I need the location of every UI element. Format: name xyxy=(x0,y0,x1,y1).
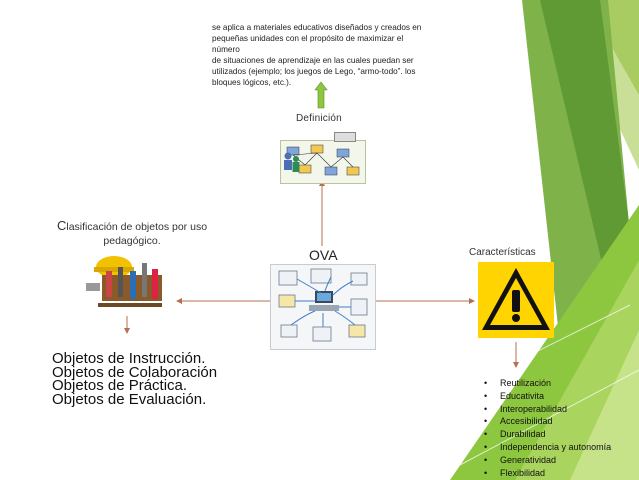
characteristic-item: Educativita xyxy=(484,390,611,403)
characteristics-label: Características xyxy=(469,247,536,258)
arrow-head-down-left xyxy=(124,328,130,334)
bg-line-1 xyxy=(469,304,631,386)
object-type-item: Objetos de Colaboración xyxy=(52,363,218,381)
characteristics-list: Reutilización Educativita Interoperabili… xyxy=(484,377,611,479)
characteristic-item: Generatividad xyxy=(484,454,611,467)
characteristic-item: Flexibilidad xyxy=(484,467,611,480)
arrow-head-down-right xyxy=(513,362,519,368)
definition-line: se aplica a materiales educativos diseña… xyxy=(212,23,422,32)
definition-line: utilizados (ejemplo; los juegos de Lego,… xyxy=(212,67,416,76)
characteristic-item: Reutilización xyxy=(484,377,611,390)
computer-network-art xyxy=(278,268,368,342)
server-icon xyxy=(334,132,356,142)
classification-label-initial: C xyxy=(56,218,67,233)
definition-line: bloques lógicos, etc.). xyxy=(212,78,292,87)
warning-sign-art xyxy=(478,262,554,338)
green-up-arrow xyxy=(314,81,328,109)
arrow-head-right xyxy=(469,298,475,304)
warning-sign-icon xyxy=(478,262,554,338)
tools-art xyxy=(84,253,176,311)
characteristic-item: Independencia y autonomía xyxy=(484,441,611,454)
ova-label: OVA xyxy=(309,247,338,263)
definition-line: de situaciones de aprendizaje en las cua… xyxy=(212,56,414,65)
computer-network-icon xyxy=(270,264,376,350)
characteristic-item: Durabilidad xyxy=(484,428,611,441)
characteristic-item: Accesibilidad xyxy=(484,415,611,428)
tools-icon xyxy=(84,253,176,311)
definition-label: Definición xyxy=(296,113,342,124)
definition-line: pequeñas unidades con el propósito de ma… xyxy=(212,34,404,43)
object-type-item: Objetos de Evaluación. xyxy=(52,390,207,408)
object-type-item: Objetos de Instrucción. xyxy=(52,350,206,367)
definition-text: se aplica a materiales educativos diseña… xyxy=(212,22,472,88)
classification-label: Clasificación de objetos por uso pedagóg… xyxy=(34,219,230,248)
network-diagram-art xyxy=(286,144,360,176)
classification-label-rest: lasificación de objetos por uso pedagógi… xyxy=(66,221,208,247)
object-type-item: Objetos de Práctica. xyxy=(52,377,188,394)
characteristic-item: Interoperabilidad xyxy=(484,403,611,416)
people-icon xyxy=(284,152,300,172)
object-type-list: Objetos de Instrucción. Objetos de Colab… xyxy=(52,350,218,408)
arrow-head-left xyxy=(176,298,182,304)
definition-line: número xyxy=(212,45,240,54)
